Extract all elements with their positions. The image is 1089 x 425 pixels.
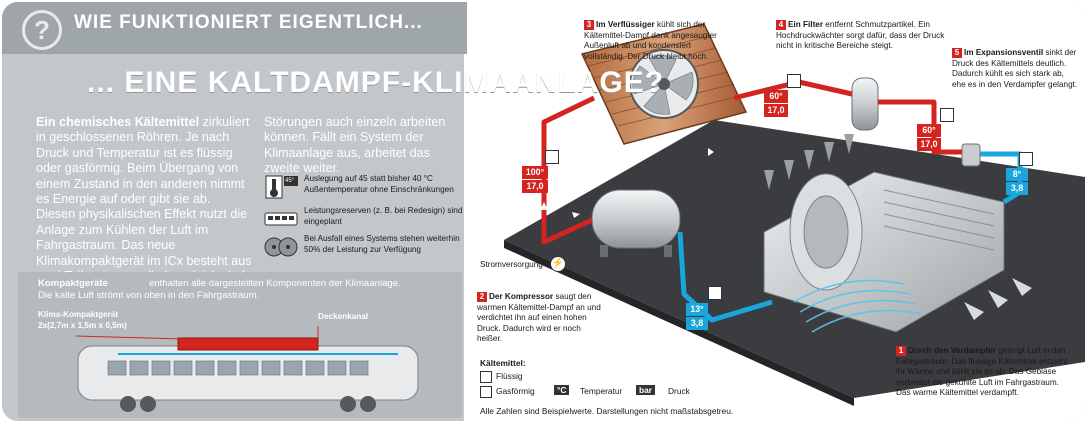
feature-text: Bei Ausfall eines Systems stehen weiterh… — [304, 234, 460, 254]
intro-continued: Störungen auch einzeln arbeiten können. … — [264, 115, 446, 176]
liquid-state-icon — [1019, 152, 1033, 166]
legend-liquid: Flüssig — [496, 371, 523, 381]
title-bar: ? WIE FUNKTIONIERT EIGENTLICH... — [2, 2, 467, 54]
pressure-reading: 17,0 — [917, 138, 941, 151]
liquid-state-icon — [940, 108, 954, 122]
thermometer-icon: 45° — [264, 174, 298, 200]
legend-temp-symbol: °C — [554, 385, 570, 395]
temperature-reading: 100° — [522, 166, 548, 179]
pressure-reading: 17,0 — [764, 104, 788, 117]
compact-units-text-2: Die kalte Luft strömt von oben in den Fa… — [38, 290, 260, 301]
unit-dimensions: 2x(2,7m x 1,5m x 0,5m) — [38, 321, 127, 330]
temperature-reading: 8° — [1006, 168, 1028, 181]
feature-row-temperature: 45° Auslegung auf 45 statt bisher 40 °C … — [264, 174, 464, 200]
pressure-reading: 3,8 — [686, 317, 708, 330]
legend-pressure: Druck — [668, 386, 690, 396]
temperature-reading: 60° — [917, 124, 941, 137]
diagram-panel — [464, 2, 1085, 421]
liquid-state-icon — [480, 371, 492, 383]
unit-label: Klima-Kompaktgerät — [38, 310, 119, 319]
temperature-reading: 60° — [764, 90, 788, 103]
duct-label: Deckenkanal — [318, 312, 369, 321]
feature-row-reserve: Leistungsreserven (z. B. bei Redesign) s… — [264, 206, 464, 232]
compact-units-label: Kompaktgeräte — [38, 278, 108, 289]
intro-lead: Ein chemisches Kältemittel — [36, 115, 200, 129]
power-supply-label: Stromversorgung — [480, 260, 543, 269]
refrigeration-diagram — [504, 23, 1085, 406]
question-mark-icon: ? — [22, 10, 62, 50]
legend-bar-symbol: bar — [636, 385, 656, 395]
kicker-title: WIE FUNKTIONIERT EIGENTLICH... — [74, 12, 423, 33]
filter — [851, 77, 879, 131]
gas-state-icon — [708, 286, 722, 300]
legend-gas: Gasförmig — [496, 386, 535, 396]
compressor — [591, 189, 681, 249]
train-illustration — [18, 306, 462, 418]
legend-title: Kältemittel: — [480, 358, 526, 368]
gas-state-icon — [480, 386, 492, 398]
feature-row-redundancy: Bei Ausfall eines Systems stehen weiterh… — [264, 234, 464, 260]
legend-temp: Temperatur — [580, 386, 623, 396]
compact-units-text: enthalten alle dargestellten Komponenten… — [149, 278, 401, 289]
gas-state-icon — [787, 74, 801, 88]
intro-text: zirkuliert in geschlossenen Röhren. Je n… — [36, 115, 252, 298]
compact-units-panel: Kompaktgeräte enthalten alle dargestellt… — [18, 272, 462, 418]
pressure-reading: 3,8 — [1006, 182, 1028, 195]
footnote: Alle Zahlen sind Beispielwerte. Darstell… — [480, 406, 734, 416]
feature-text: Auslegung auf 45 statt bisher 40 °C Auße… — [304, 174, 454, 194]
expansion-valve — [961, 143, 981, 167]
pressure-reading: 17,0 — [522, 180, 548, 193]
page-title: ... EINE KALTDAMPF-KLIMAANLAGE? — [87, 66, 665, 99]
feature-badge: 45° — [285, 178, 295, 184]
gas-state-icon — [545, 150, 559, 164]
feature-text: Leistungsreserven (z. B. bei Redesign) s… — [304, 206, 463, 226]
lightning-icon: ⚡ — [550, 256, 566, 272]
fans-icon — [264, 234, 298, 260]
train-car-icon — [264, 206, 298, 232]
temperature-reading: 13° — [686, 303, 708, 316]
